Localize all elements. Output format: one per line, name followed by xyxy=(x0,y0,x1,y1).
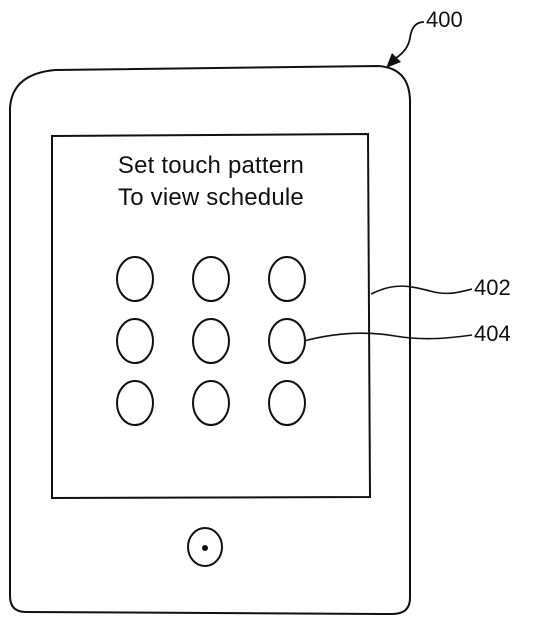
device-body xyxy=(9,64,411,616)
pattern-node-9[interactable] xyxy=(268,380,306,426)
pattern-node-5[interactable] xyxy=(192,318,230,364)
pattern-node-1[interactable] xyxy=(116,256,154,302)
screen-display xyxy=(51,132,372,500)
screen-instruction: Set touch pattern To view schedule xyxy=(52,150,370,214)
pattern-node-4[interactable] xyxy=(116,318,154,364)
leader-arrowhead-400 xyxy=(386,53,401,68)
leader-line-402 xyxy=(370,285,473,295)
reference-numeral-400: 400 xyxy=(426,7,463,32)
instruction-line-2: To view schedule xyxy=(118,184,304,211)
pattern-grid xyxy=(116,256,306,426)
pattern-node-8[interactable] xyxy=(192,380,230,426)
home-button-dot xyxy=(202,545,208,551)
pattern-node-6[interactable] xyxy=(268,318,306,364)
pattern-node-7[interactable] xyxy=(116,380,154,426)
leader-line-400 xyxy=(395,21,425,59)
instruction-line-1: Set touch pattern xyxy=(117,152,305,179)
leader-line-404 xyxy=(303,332,473,342)
reference-numeral-404: 404 xyxy=(474,321,511,346)
pattern-node-2[interactable] xyxy=(192,256,230,302)
home-button[interactable] xyxy=(187,527,223,567)
pattern-node-3[interactable] xyxy=(268,256,306,302)
reference-numeral-402: 402 xyxy=(474,275,511,300)
